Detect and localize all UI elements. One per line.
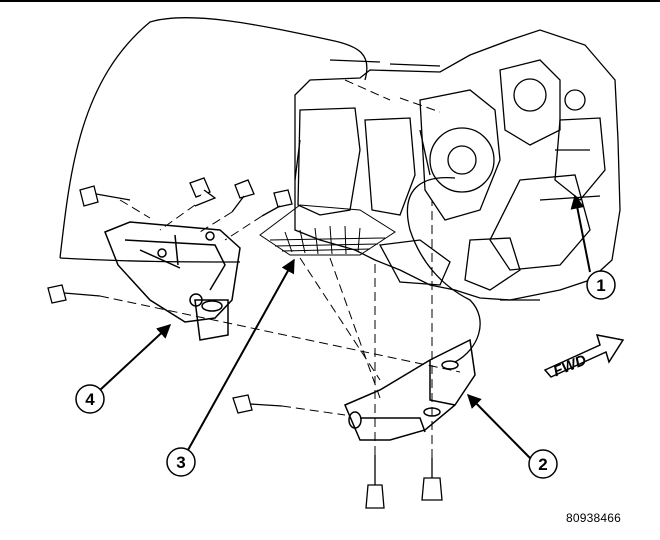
figure-id: 80938466 xyxy=(566,511,621,525)
callout-leader-1 xyxy=(570,194,591,273)
callout-2: 2 xyxy=(528,449,558,479)
callout-leaders xyxy=(99,194,591,459)
bolt-top-2 xyxy=(189,177,217,207)
bolt-bottom-1 xyxy=(365,455,385,509)
bolts xyxy=(47,177,443,509)
callout-leader-4 xyxy=(99,324,172,391)
leader-curves xyxy=(59,17,481,363)
bolt-mid xyxy=(232,394,283,414)
callout-leader-2 xyxy=(467,394,531,459)
bolt-top-1 xyxy=(79,185,131,207)
alignment-lines xyxy=(99,79,461,458)
callout-label-1: 1 xyxy=(596,276,605,295)
bolt-top-3 xyxy=(231,179,255,213)
fwd-label: FWD xyxy=(551,352,589,381)
callout-label-3: 3 xyxy=(176,453,185,472)
bolt-bottom-2 xyxy=(421,458,443,501)
callout-label-4: 4 xyxy=(85,390,95,409)
callout-leader-3 xyxy=(187,258,295,451)
bolt-top-4 xyxy=(261,189,293,217)
callout-3: 3 xyxy=(166,447,196,477)
fwd-arrow: FWD xyxy=(543,334,625,381)
callout-label-2: 2 xyxy=(538,455,547,474)
mount-pad xyxy=(259,204,396,256)
bolt-left xyxy=(47,284,101,304)
bracket-4 xyxy=(104,221,241,341)
top-rule xyxy=(0,0,660,2)
callout-1: 1 xyxy=(586,270,616,300)
callout-4: 4 xyxy=(75,384,105,414)
engine-block xyxy=(294,29,621,301)
